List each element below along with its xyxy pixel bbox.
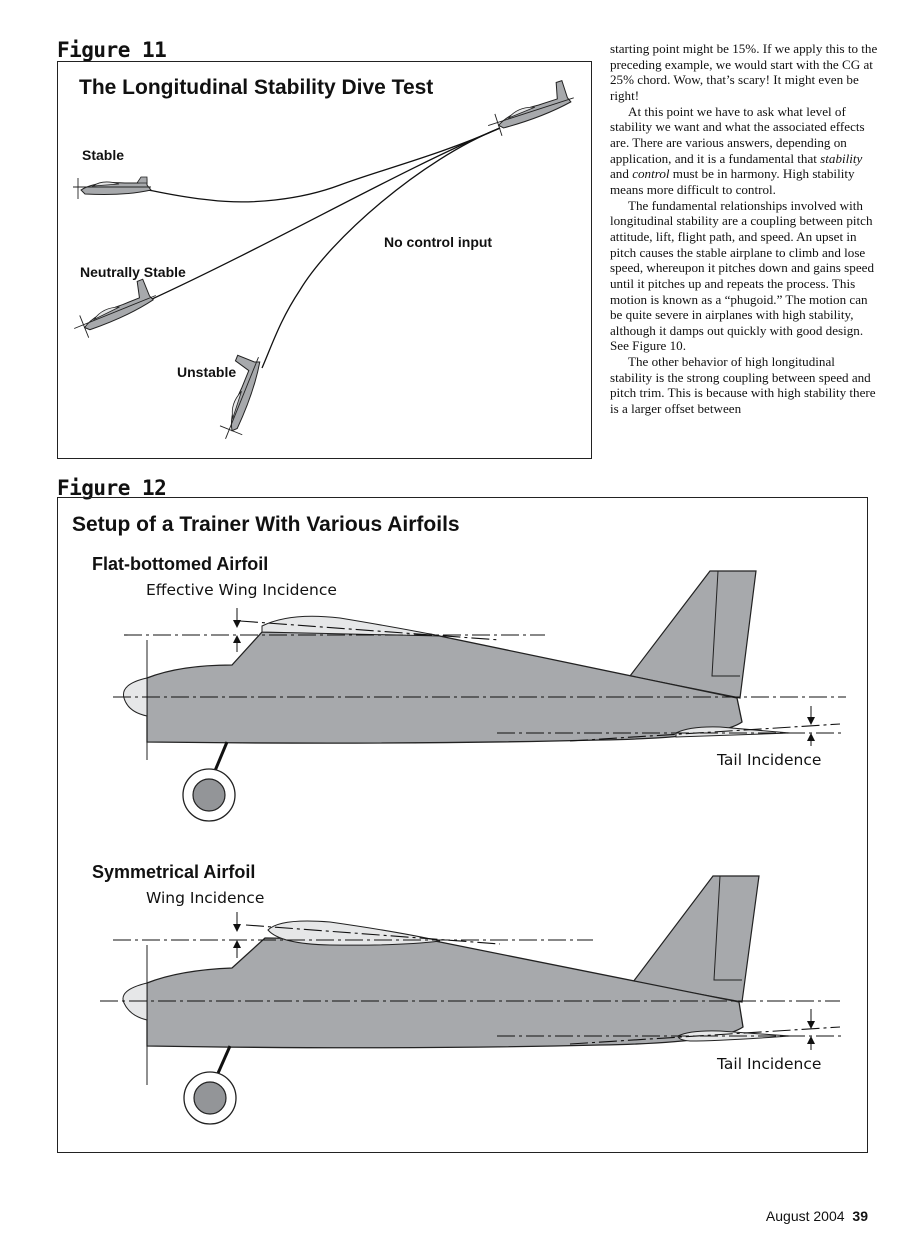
unstable-flight-path	[261, 127, 501, 369]
figure-11-frame	[57, 61, 592, 459]
unstable-airplane-icon	[219, 354, 261, 439]
trainer-flat-bottomed-diagram	[113, 570, 846, 822]
figure-12-frame	[57, 497, 868, 1153]
issue-date: August 2004	[765, 1208, 845, 1224]
page-footer: August 2004 39	[766, 1208, 868, 1224]
no-control-input-label: No control input	[384, 234, 493, 250]
page-number: 39	[852, 1208, 868, 1224]
stable-label: Stable	[82, 147, 125, 163]
symmetrical-airfoil-heading: Symmetrical Airfoil	[92, 862, 256, 882]
article-paragraph-4: The other behavior of high longitudinal …	[610, 354, 876, 417]
lead-airplane-icon	[488, 79, 574, 136]
figure-11-title: The Longitudinal Stability Dive Test	[79, 76, 434, 99]
bottom-tail-incidence-label: Tail Incidence	[717, 1055, 822, 1073]
effective-wing-incidence-label: Effective Wing Incidence	[146, 581, 337, 599]
article-paragraph-3: The fundamental relationships involved w…	[610, 197, 874, 354]
unstable-label: Unstable	[177, 364, 237, 380]
wing-incidence-label: Wing Incidence	[146, 889, 265, 907]
neutral-flight-path	[149, 127, 501, 301]
article-text-column: starting point might be 15%. If we apply…	[610, 41, 878, 417]
stable-airplane-icon	[73, 176, 152, 199]
article-paragraph-2: At this point we have to ask what level …	[610, 103, 865, 197]
figure-12-title: Setup of a Trainer With Various Airfoils	[72, 513, 460, 536]
top-tail-incidence-label: Tail Incidence	[717, 751, 822, 769]
stable-flight-path	[147, 127, 501, 203]
figure-11-label: Figure 11	[57, 38, 167, 62]
flat-bottomed-airfoil-heading: Flat-bottomed Airfoil	[92, 554, 269, 574]
trainer-symmetrical-diagram	[100, 875, 845, 1125]
neutral-airplane-icon	[74, 278, 156, 338]
neutrally-stable-label: Neutrally Stable	[80, 264, 186, 280]
figure-12-label: Figure 12	[57, 476, 167, 500]
article-paragraph-1: starting point might be 15%. If we apply…	[610, 41, 878, 103]
